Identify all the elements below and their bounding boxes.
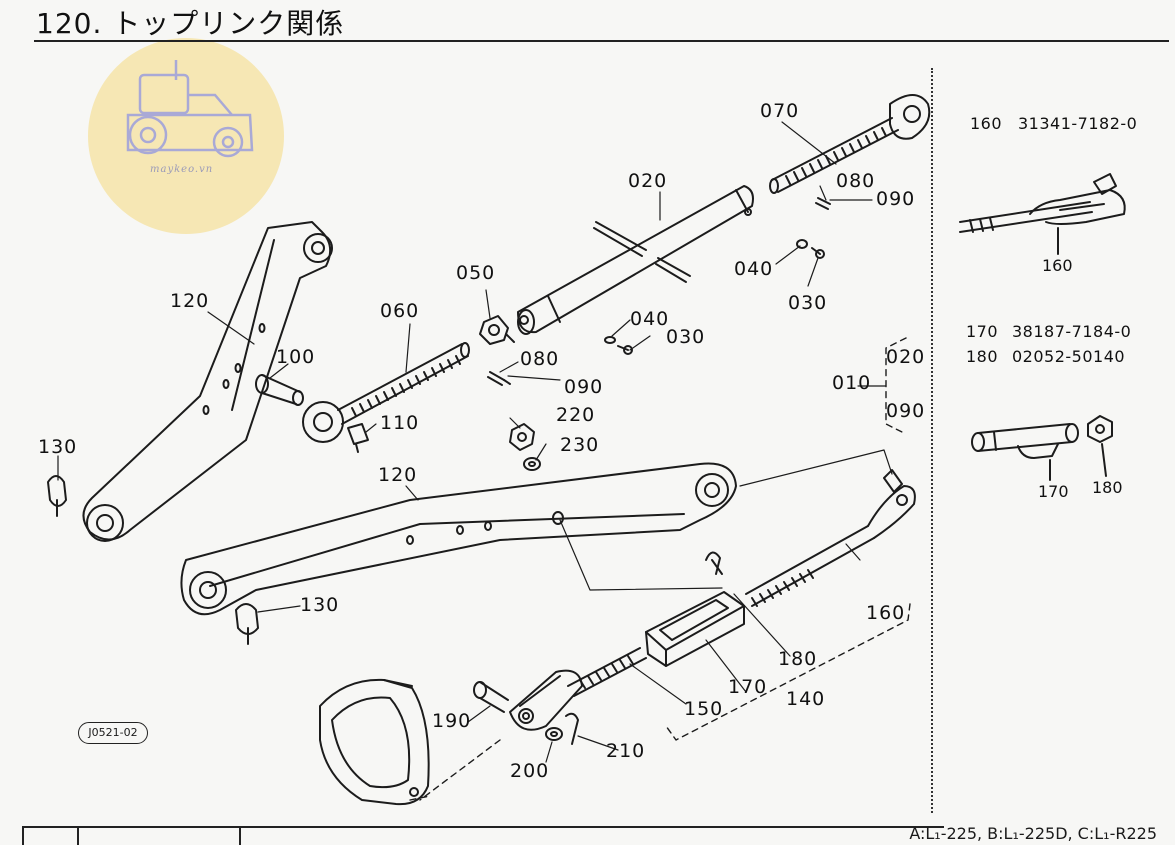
callout-080-lower: 080: [520, 348, 560, 370]
callout-060: 060: [380, 300, 420, 322]
callout-050: 050: [456, 262, 496, 284]
lift-arm-lower: [180, 462, 737, 616]
model-applicability: A:L₁-225, B:L₁-225D, C:L₁-R225: [909, 824, 1157, 843]
lock-nut-050: [479, 315, 515, 345]
title-underline: [34, 40, 1169, 42]
callout-130-lower: 130: [300, 594, 340, 616]
callout-130-upper: 130: [38, 436, 78, 458]
callout-230: 230: [560, 434, 600, 456]
callout-020: 020: [628, 170, 668, 192]
variant-part-number: 02052-50140: [1012, 347, 1126, 366]
callout-040: 040: [734, 258, 774, 280]
bolt-110: [347, 423, 369, 453]
callout-190: 190: [432, 710, 472, 732]
threaded-rod-150: [509, 647, 647, 731]
spring-pin-080-090-lower: [487, 371, 511, 386]
variant-180-label: 180: [1092, 478, 1123, 497]
callout-030: 030: [788, 292, 828, 314]
page-title: 120. トップリンク関係: [36, 7, 345, 40]
pin-190: [473, 681, 509, 713]
variant-160-label: 160: [1042, 256, 1073, 275]
callout-030-lower: 030: [666, 326, 706, 348]
top-link-body-020: [517, 185, 754, 335]
turnbuckle-170: [645, 591, 745, 667]
variant-ref: 160: [970, 114, 1003, 133]
callout-140: 140: [786, 688, 826, 710]
callout-090: 090: [876, 188, 916, 210]
washer-bolt-040-030-lower: [604, 336, 633, 355]
spring-pin-080-090-upper: [815, 197, 831, 210]
parts-table-header: [22, 826, 944, 845]
callout-120-upper: 120: [170, 290, 210, 312]
callout-090-range: 090: [886, 400, 926, 422]
top-link-rod-060: [302, 342, 470, 443]
pin-180: [705, 551, 723, 575]
variant-part-number: 31341-7182-0: [1018, 114, 1138, 133]
watermark-text: maykeo.vn: [150, 164, 214, 175]
washer-bolt-040-030-upper: [796, 239, 825, 259]
callout-170: 170: [728, 676, 768, 698]
callout-150: 150: [684, 698, 724, 720]
variant-separator: [931, 68, 933, 813]
callout-080: 080: [836, 170, 876, 192]
callout-180: 180: [778, 648, 818, 670]
table-divider: [239, 828, 241, 845]
callout-110: 110: [380, 412, 420, 434]
callout-100: 100: [276, 346, 316, 368]
variant-160-drawing: [959, 173, 1126, 255]
callout-010: 010: [832, 372, 872, 394]
lift-arm-upper: [82, 221, 333, 542]
drawing-code: J0521-02: [78, 722, 148, 744]
callout-200: 200: [510, 760, 550, 782]
leveling-rod-160: [745, 469, 916, 607]
top-link-rod-070: [769, 94, 931, 194]
nut-220: [509, 423, 535, 451]
leader-lines: [57, 121, 893, 763]
callout-040-lower: 040: [630, 308, 670, 330]
cotter-pin-210: [565, 712, 579, 745]
callout-120-lower: 120: [378, 464, 418, 486]
callout-070: 070: [760, 100, 800, 122]
mounting-bracket: [319, 678, 430, 806]
callout-020-range: 020: [886, 346, 926, 368]
linch-pin-130-lower: [235, 603, 259, 645]
callout-210: 210: [606, 740, 646, 762]
pin-100: [255, 374, 304, 406]
linch-pin-130-upper: [47, 475, 67, 517]
variant-170-label: 170: [1038, 482, 1069, 501]
variant-ref: 180: [966, 347, 999, 366]
callout-160: 160: [866, 602, 906, 624]
variant-ref: 170: [966, 322, 999, 341]
washer-230: [523, 457, 541, 471]
dashed-brackets: [409, 337, 911, 801]
variant-part-number: 38187-7184-0: [1012, 322, 1132, 341]
table-divider: [77, 828, 79, 845]
callout-220: 220: [556, 404, 596, 426]
callout-090-lower: 090: [564, 376, 604, 398]
washer-200: [545, 727, 563, 741]
variant-170-180-drawing: [971, 415, 1113, 481]
